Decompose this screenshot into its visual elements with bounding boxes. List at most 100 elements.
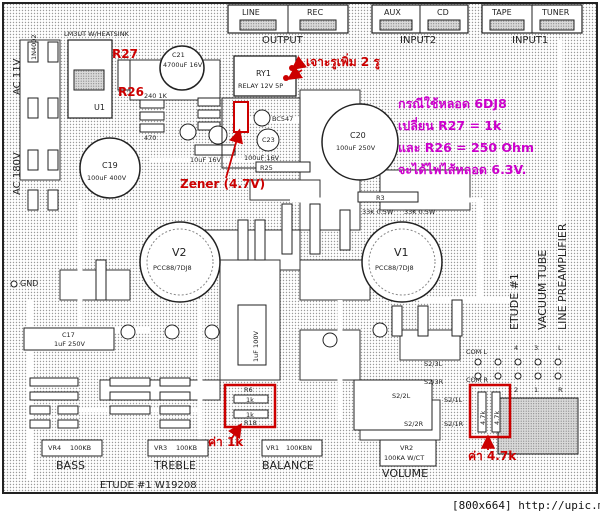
bc547-zener-area: BC547 C23 100uF 16V — [221, 97, 301, 169]
tube-v2: V2 PCC88/7DJ8 — [139, 221, 221, 303]
vacuum-tube-title: VACUUM TUBE — [536, 250, 549, 330]
gnd-label: GND — [20, 279, 38, 288]
footer-bar — [0, 495, 600, 517]
etude-title: ETUDE #1 — [508, 273, 521, 330]
treble-label: TREBLE — [153, 459, 196, 472]
com-l-label: COM L — [466, 348, 487, 356]
c20-label: C20 — [350, 131, 366, 140]
pin-r: R — [558, 386, 563, 394]
capacitor-c20: C20 100uF 250V — [321, 103, 399, 181]
highlight-r6-r18: R6 1k 1k R18 — [223, 383, 277, 429]
res-47k-a: 4.7k — [479, 411, 487, 425]
input1-tuner-label: TUNER — [541, 8, 570, 17]
v2-type: PCC88/7DJ8 — [153, 264, 192, 272]
tube-resistors — [95, 203, 463, 337]
c19-value: 100uF 400V — [87, 174, 127, 182]
selector-switch-s2: S2/3L S2/3R S2/2L S2/1L S2/2R S2/1R — [353, 360, 464, 431]
s2-1l-label: S2/1L — [444, 396, 463, 404]
output-line-label: LINE — [242, 8, 260, 17]
zener-callout: Zener (4.7V) — [180, 177, 265, 191]
v2-label: V2 — [172, 246, 187, 259]
res-47k-b: 4.7k — [493, 411, 501, 425]
vr1-value: 100KBN — [286, 444, 312, 452]
rectifier-diodes — [27, 41, 59, 211]
c17-label: C17 — [62, 331, 75, 339]
capacitor-c21: C21 4700uF 16V — [159, 45, 205, 91]
note-line-4: จะได้ไฟไส้หลอด 6.3V. — [398, 162, 526, 177]
bc547-label: BC547 — [272, 115, 293, 123]
res-1k-a: 1k — [246, 396, 254, 404]
vr3-value: 100KB — [176, 444, 197, 452]
ry1-label: RY1 — [256, 69, 271, 78]
vr3-label: VR3 — [154, 444, 167, 452]
res-1k-b: 1k — [246, 411, 254, 419]
tube-v1: V1 PCC88/7DJ8 — [361, 221, 443, 303]
r27-r26-area: 240 1K 470 — [117, 59, 168, 142]
line-preamplifier-title: LINE PREAMPLIFIER — [556, 223, 569, 330]
capacitor-c19: C19 100uF 400V — [79, 137, 141, 199]
com-r-label: COM R — [466, 376, 488, 384]
pot-treble: VR3 100KB TREBLE — [147, 439, 209, 472]
c22-value: 10uF 16V — [190, 156, 221, 164]
r18-label: R18 — [244, 419, 257, 427]
lmout-label: LM3UT W/HEATSINK — [64, 30, 130, 38]
c23-label: C23 — [262, 136, 275, 144]
tone-network — [29, 377, 191, 429]
input1-tape-label: TAPE — [491, 8, 512, 17]
diode-label-1: 1N4002 — [30, 34, 38, 60]
vr2-label: VR2 — [400, 444, 413, 452]
r27-callout: R27 — [112, 47, 138, 61]
v1-label: V1 — [394, 246, 409, 259]
regulator-u1: LM3UT W/HEATSINK U1 — [64, 30, 130, 119]
s2-1r-label: S2/1R — [444, 420, 464, 428]
r-470-label: 470 — [144, 134, 156, 142]
value-1k-callout: ค่า 1k — [208, 435, 244, 449]
input2-label: INPUT2 — [400, 35, 436, 46]
r26-val-label: 240 1K — [144, 92, 168, 100]
r26-callout: R26 — [118, 85, 144, 99]
r25-label: R25 — [260, 164, 273, 172]
input1-label: INPUT1 — [512, 35, 548, 46]
r3-label: R3 — [376, 194, 385, 202]
s2-3r-label: S2/3R — [424, 378, 444, 386]
input2-aux-label: AUX — [384, 8, 401, 17]
pin-2: 2 — [514, 386, 518, 394]
magenta-note: กรณีใช้หลอด 6DJ8 เปลี่ยน R27 = 1k และ R2… — [398, 96, 534, 177]
volume-label: VOLUME — [382, 467, 428, 480]
coupling-caps — [120, 304, 388, 366]
ry1-value: RELAY 12V 5P — [238, 82, 283, 90]
vr4-value: 100KB — [70, 444, 91, 452]
pin-3: 3 — [534, 344, 538, 352]
c21-value: 4700uF 16V — [163, 61, 203, 69]
relay-ry1: RY1 RELAY 12V 5P — [233, 55, 297, 97]
note-line-3: และ R26 = 250 Ohm — [398, 140, 534, 155]
value-4-7k-callout: ค่า 4.7k — [468, 449, 517, 463]
input1-connector: TAPE TUNER INPUT1 — [481, 4, 583, 46]
output-rec-label: REC — [307, 8, 324, 17]
note-line-1: กรณีใช้หลอด 6DJ8 — [398, 96, 507, 111]
output-label: OUTPUT — [262, 35, 304, 46]
bass-label: BASS — [56, 459, 85, 472]
footer-text[interactable]: [800x664] http://upic.me/ — [452, 499, 600, 512]
com-terminal-block: COM L COM R 4 3 2 1 L R — [466, 344, 579, 455]
s2-2l-label: S2/2L — [392, 392, 411, 400]
c23-value: 100uF 16V — [244, 154, 280, 162]
c17-value: 1uF 250V — [54, 340, 85, 348]
vr4-label: VR4 — [48, 444, 61, 452]
ac-180v-label: AC 180V — [12, 152, 23, 195]
pot-bass: VR4 100KB BASS — [41, 439, 103, 472]
u1-label: U1 — [94, 103, 105, 112]
s2-2r-label: S2/2R — [404, 420, 424, 428]
r3-value: 33K 0.5W — [362, 208, 394, 216]
drill-callout: เจาะรูเพิ่ม 2 รู — [306, 53, 380, 70]
r6-label: R6 — [244, 386, 253, 394]
board-code: ETUDE #1 W19208 — [100, 480, 197, 491]
capacitor-c17: C17 1uF 250V — [23, 327, 115, 351]
output-connector: LINE REC OUTPUT — [227, 4, 349, 46]
r3-value-2: 33K 0.5W — [404, 208, 436, 216]
c21-label: C21 — [172, 51, 185, 59]
s2-3l-label: S2/3L — [424, 360, 443, 368]
annotation-arrows — [225, 55, 496, 450]
